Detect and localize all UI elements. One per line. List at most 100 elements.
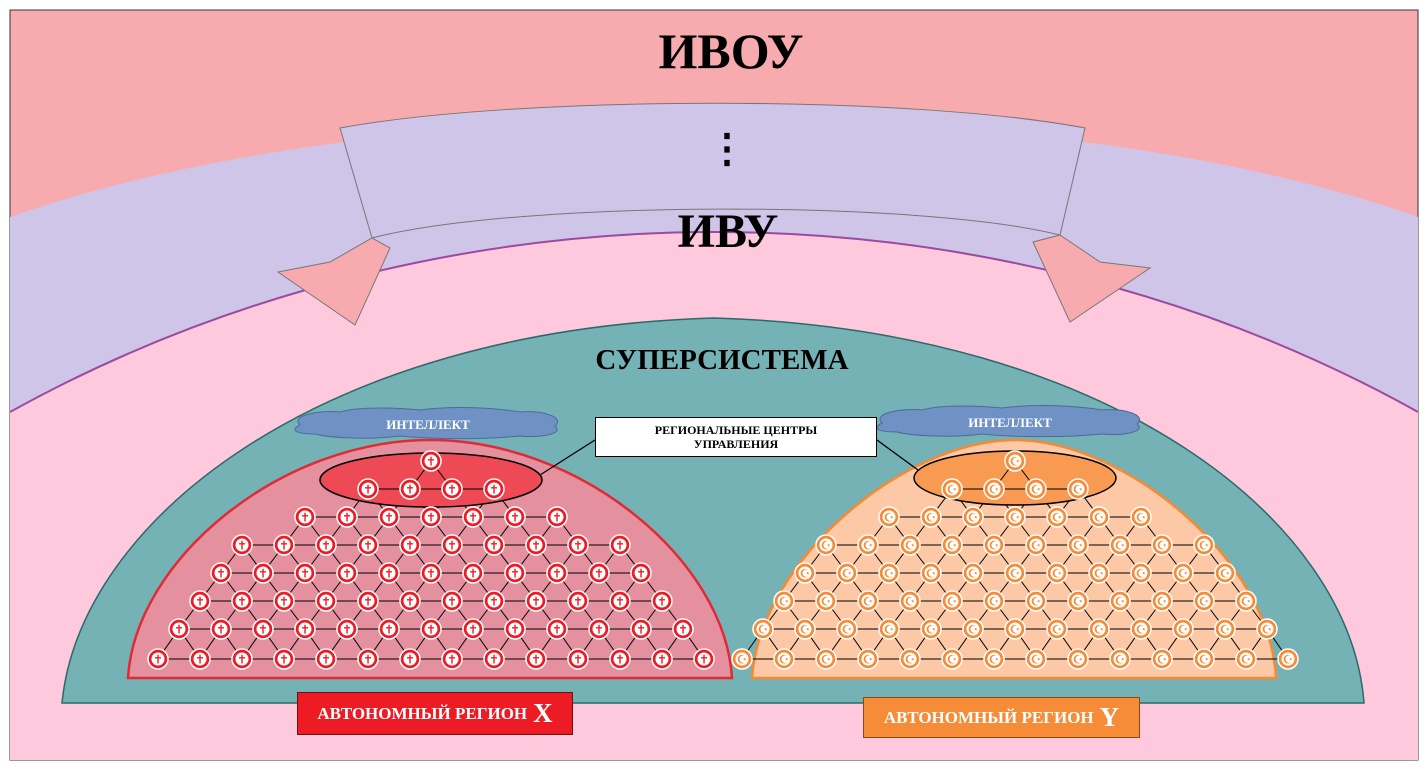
cross-icon: ✝ [237, 595, 247, 609]
region-y-node: ☪ [941, 648, 963, 670]
region-x-node-inner [319, 538, 333, 552]
cross-icon: ✝ [489, 653, 499, 667]
region-y-node-inner [1071, 482, 1085, 496]
region-y-node: ☪ [815, 648, 837, 670]
crescent-icon: ☪ [1241, 595, 1252, 609]
region-x-node: ✝ [273, 590, 295, 612]
cross-icon: ✝ [258, 623, 268, 637]
region-x-node-inner [193, 652, 207, 666]
region-y-node-inner [945, 482, 959, 496]
region-x-node: ✝ [336, 562, 358, 584]
region-x-node-inner [172, 622, 186, 636]
region-x-node: ✝ [336, 506, 358, 528]
region-x-node-inner [697, 652, 711, 666]
region-x-node-inner [340, 622, 354, 636]
region-y-node-inner [1029, 652, 1043, 666]
cross-icon: ✝ [279, 539, 289, 553]
crescent-icon: ☪ [884, 511, 895, 525]
region-y-node: ☪ [1214, 562, 1236, 584]
cross-icon: ✝ [342, 567, 352, 581]
region-x-node: ✝ [462, 562, 484, 584]
region-y-node: ☪ [1235, 648, 1257, 670]
cross-icon: ✝ [342, 623, 352, 637]
region-y-node-inner [1281, 652, 1295, 666]
region-x-node: ✝ [294, 562, 316, 584]
cross-icon: ✝ [552, 567, 562, 581]
region-x-node-inner [424, 566, 438, 580]
crescent-icon: ☪ [821, 653, 832, 667]
crescent-icon: ☪ [947, 539, 958, 553]
region-y-node-inner [819, 538, 833, 552]
crescent-icon: ☪ [1073, 483, 1084, 497]
cross-icon: ✝ [384, 567, 394, 581]
region-x-node: ✝ [336, 618, 358, 640]
cross-icon: ✝ [426, 511, 436, 525]
region-y-node: ☪ [1193, 648, 1215, 670]
region-y-node-inner [903, 594, 917, 608]
region-y-node-inner [1092, 622, 1106, 636]
region-x-node: ✝ [525, 648, 547, 670]
region-y-node: ☪ [1151, 534, 1173, 556]
region-x-node: ✝ [294, 618, 316, 640]
region-y-node: ☪ [1046, 618, 1068, 640]
region-x-node-inner [529, 594, 543, 608]
region-y-node-inner [1050, 510, 1064, 524]
crescent-icon: ☪ [1094, 567, 1105, 581]
cross-icon: ✝ [426, 623, 436, 637]
cross-icon: ✝ [510, 623, 520, 637]
title-ivu: ИВУ [678, 205, 779, 258]
region-y-node-inner [966, 510, 980, 524]
region-x-node-inner [424, 510, 438, 524]
cross-icon: ✝ [405, 483, 415, 497]
dome-border [9, 230, 1419, 413]
region-y-node-inner [903, 538, 917, 552]
region-y-node-inner [861, 538, 875, 552]
region-x-node-inner [655, 652, 669, 666]
cross-icon: ✝ [300, 623, 310, 637]
crescent-icon: ☪ [1220, 567, 1231, 581]
region-y-node: ☪ [1277, 648, 1299, 670]
region-y-node: ☪ [1193, 590, 1215, 612]
region-x-node: ✝ [357, 478, 379, 500]
region-x-node-inner [487, 652, 501, 666]
crescent-icon: ☪ [800, 567, 811, 581]
region-y-node: ☪ [773, 590, 795, 612]
cross-icon: ✝ [405, 539, 415, 553]
region-x-node-inner [319, 652, 333, 666]
region-y-node-inner [798, 622, 812, 636]
region-x-node-inner [445, 482, 459, 496]
region-y-node-inner [882, 510, 896, 524]
region-x-node: ✝ [378, 506, 400, 528]
region-x-node-inner [361, 482, 375, 496]
region-x-node: ✝ [546, 618, 568, 640]
regional-centers-label: РЕГИОНАЛЬНЫЕ ЦЕНТРЫ УПРАВЛЕНИЯ [595, 417, 877, 457]
cross-icon: ✝ [321, 595, 331, 609]
region-x-node-inner [613, 652, 627, 666]
region-x-node: ✝ [567, 534, 589, 556]
region-x-node: ✝ [378, 562, 400, 584]
region-x-node: ✝ [231, 590, 253, 612]
cross-icon: ✝ [216, 567, 226, 581]
region-x-node: ✝ [441, 534, 463, 556]
region-x-node: ✝ [357, 648, 379, 670]
region-y-node: ☪ [962, 506, 984, 528]
region-x-node: ✝ [525, 590, 547, 612]
region-x-node-inner [382, 510, 396, 524]
region-x-node: ✝ [273, 534, 295, 556]
crescent-icon: ☪ [905, 539, 916, 553]
region-x-node: ✝ [651, 648, 673, 670]
cross-icon: ✝ [216, 623, 226, 637]
region-x-node: ✝ [630, 562, 652, 584]
region-x-node: ✝ [315, 648, 337, 670]
region-x-node: ✝ [357, 534, 379, 556]
region-x-node: ✝ [609, 590, 631, 612]
region-x-node-inner [298, 622, 312, 636]
cross-icon: ✝ [300, 511, 310, 525]
region-x-node-inner [277, 538, 291, 552]
cross-icon: ✝ [678, 623, 688, 637]
region-x-node-inner [571, 538, 585, 552]
region-x-node: ✝ [210, 618, 232, 640]
region-y-node-inner [987, 594, 1001, 608]
region-y-node: ☪ [983, 590, 1005, 612]
region-x-node-inner [256, 622, 270, 636]
